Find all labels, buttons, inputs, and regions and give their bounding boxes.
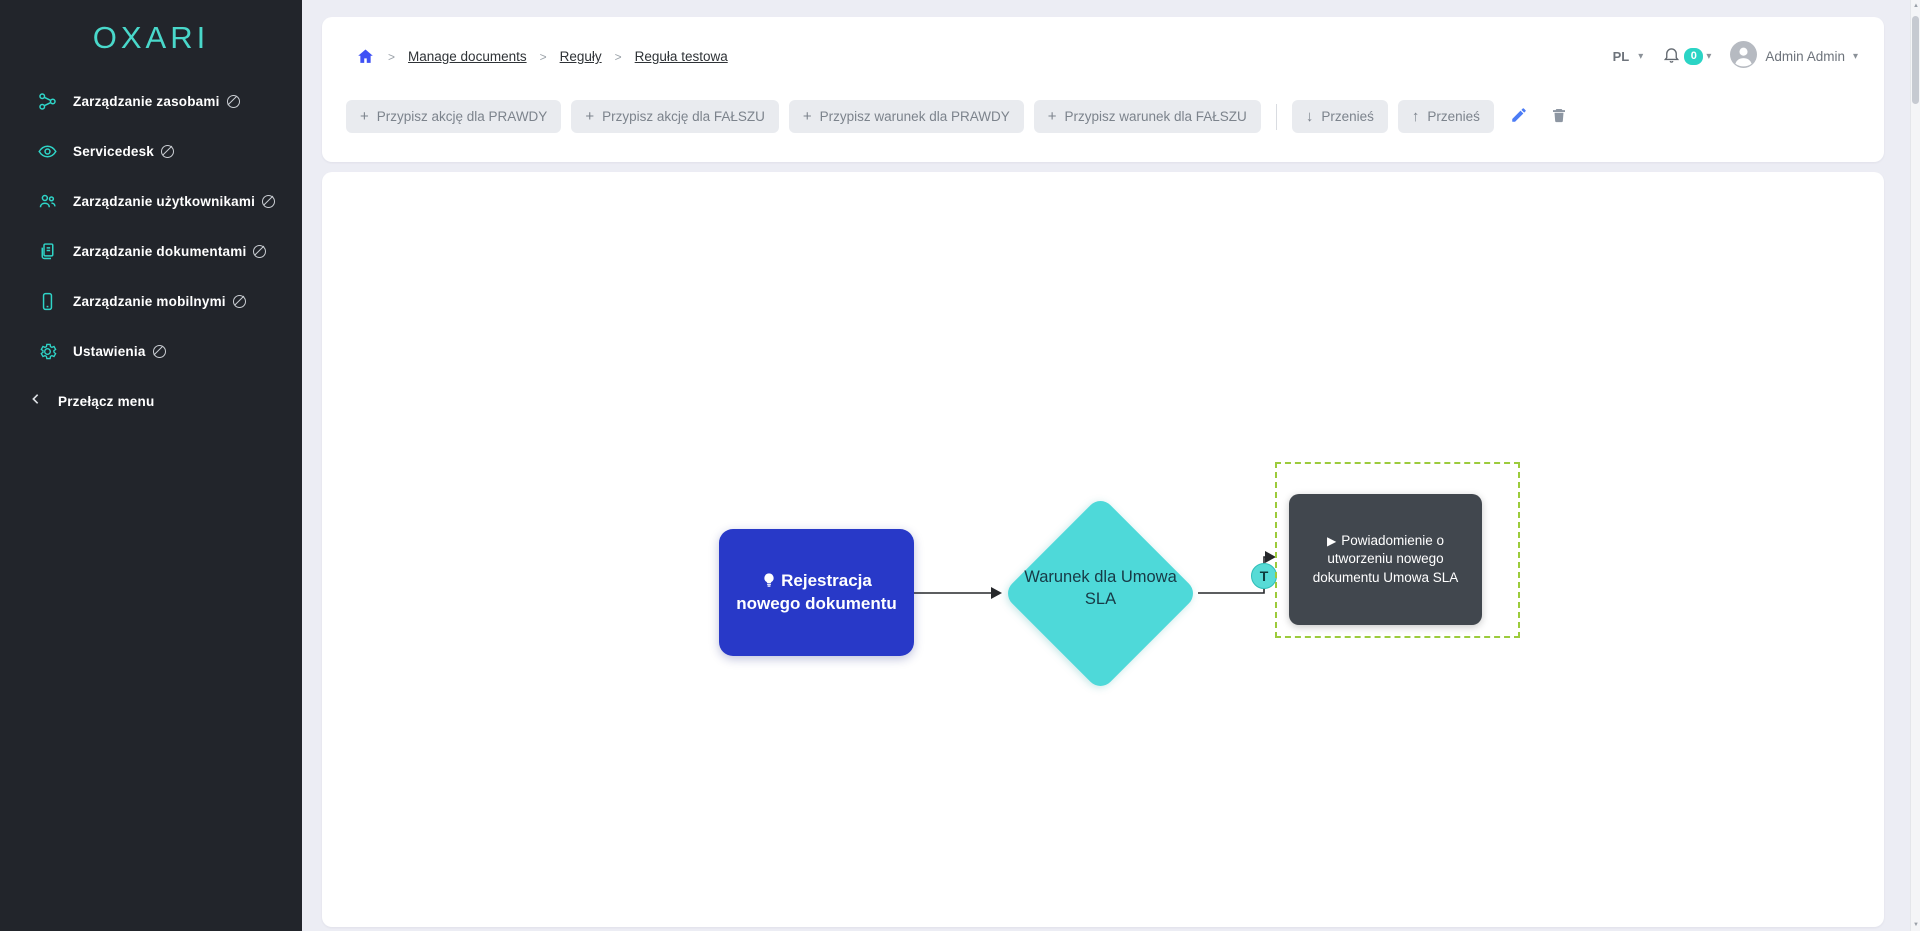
gear-icon (36, 340, 58, 362)
toolbar-divider (1275, 103, 1277, 130)
prohibited-icon (152, 344, 166, 358)
breadcrumb-link-reguly[interactable]: Reguły (559, 49, 602, 64)
breadcrumb-link-manage-documents[interactable]: Manage documents (408, 49, 527, 64)
assign-action-false-button[interactable]: + Przypisz akcję dla FAŁSZU (571, 100, 779, 133)
button-label: Przypisz akcję dla FAŁSZU (602, 109, 765, 124)
button-label: Przypisz akcję dla PRAWDY (376, 109, 548, 124)
sidebar-collapse-toggle[interactable]: Przełącz menu (0, 376, 302, 426)
user-menu[interactable]: Admin Admin ▾ (1730, 40, 1858, 73)
sidebar-item-servicedesk[interactable]: Servicedesk (0, 126, 302, 176)
edit-button[interactable] (1504, 102, 1534, 132)
breadcrumb-separator: > (539, 49, 547, 64)
servicedesk-icon (36, 140, 58, 162)
arrow-up-icon: ↑ (1411, 108, 1420, 125)
breadcrumb: > Manage documents > Reguły > Reguła tes… (356, 47, 728, 66)
sidebar-item-zarzadzanie-uzytkownikami[interactable]: Zarządzanie użytkownikami (0, 176, 302, 226)
breadcrumb-separator: > (388, 49, 396, 64)
selection-outline (1275, 462, 1520, 638)
rule-flow-canvas[interactable]: Rejestracja nowego dokumentu Warunek dla… (322, 172, 1884, 927)
main-area: > Manage documents > Reguły > Reguła tes… (302, 0, 1920, 931)
notifications-button[interactable]: 0 ▾ (1662, 45, 1711, 69)
user-name: Admin Admin (1765, 49, 1845, 64)
flow-node-action[interactable]: ▶Powiadomienie o utworzeniu nowego dokum… (1289, 494, 1482, 625)
move-up-button[interactable]: ↑ Przenieś (1397, 100, 1494, 133)
assign-condition-true-button[interactable]: + Przypisz warunek dla PRAWDY (788, 100, 1024, 133)
prohibited-icon (226, 94, 240, 108)
prohibited-icon (161, 144, 175, 158)
sidebar-item-label: Zarządzanie dokumentami (73, 243, 247, 259)
trash-icon (1550, 106, 1568, 127)
assign-action-true-button[interactable]: + Przypisz akcję dla PRAWDY (346, 100, 562, 133)
userbar: PL ▾ 0 ▾ (1612, 40, 1858, 73)
button-label: Przypisz warunek dla FAŁSZU (1064, 109, 1247, 124)
notification-count-badge: 0 (1684, 48, 1704, 65)
sidebar-toggle-label: Przełącz menu (58, 393, 155, 409)
sidebar-item-label: Zarządzanie zasobami (73, 93, 220, 109)
flow-node-start[interactable]: Rejestracja nowego dokumentu (719, 529, 914, 656)
button-label: Przenieś (1427, 109, 1480, 124)
button-label: Przypisz warunek dla PRAWDY (819, 109, 1010, 124)
toolbar: + Przypisz akcję dla PRAWDY + Przypisz a… (322, 96, 1884, 133)
header-card: > Manage documents > Reguły > Reguła tes… (322, 17, 1884, 162)
chevron-down-icon[interactable]: ▾ (1638, 51, 1644, 62)
prohibited-icon (232, 294, 246, 308)
chevron-left-icon (28, 391, 44, 412)
avatar (1730, 40, 1758, 73)
prohibited-icon (253, 244, 267, 258)
sidebar-item-label: Zarządzanie mobilnymi (73, 293, 226, 309)
scrollbar-thumb[interactable] (1912, 16, 1919, 104)
move-down-button[interactable]: ↓ Przenieś (1291, 100, 1388, 133)
start-node-label: Rejestracja nowego dokumentu (736, 571, 897, 613)
lightbulb-icon (764, 573, 774, 587)
breadcrumb-current-regula-testowa[interactable]: Reguła testowa (634, 49, 728, 64)
plus-icon: + (360, 108, 369, 125)
flow-node-condition[interactable] (1002, 495, 1199, 692)
chevron-down-icon: ▾ (1852, 51, 1858, 62)
scroll-down-arrow[interactable]: ▼ (1913, 922, 1919, 928)
sidebar-item-label: Zarządzanie użytkownikami (73, 193, 256, 209)
sidebar: OXARI Zarządzanie zasobami Servicedesk Z… (0, 0, 302, 931)
sidebar-item-label: Ustawienia (73, 343, 146, 359)
home-icon[interactable] (356, 47, 375, 66)
chevron-down-icon: ▾ (1706, 51, 1712, 62)
action-node-label: Powiadomienie o utworzeniu nowego dokume… (1312, 532, 1459, 585)
app-logo[interactable]: OXARI (92, 20, 210, 55)
edge-true-label[interactable]: T (1251, 563, 1277, 589)
sidebar-item-ustawienia[interactable]: Ustawienia (0, 326, 302, 376)
delete-button[interactable] (1544, 102, 1574, 132)
sidebar-item-zarzadzanie-mobilnymi[interactable]: Zarządzanie mobilnymi (0, 276, 302, 326)
sidebar-item-zarzadzanie-zasobami[interactable]: Zarządzanie zasobami (0, 76, 302, 126)
vertical-scrollbar[interactable]: ▲ ▼ (1910, 0, 1920, 931)
prohibited-icon (262, 194, 276, 208)
language-selector[interactable]: PL (1612, 49, 1630, 64)
plus-icon: + (585, 108, 595, 125)
nodes-icon (36, 90, 58, 112)
documents-icon (36, 240, 58, 262)
plus-icon: + (802, 108, 812, 125)
assign-condition-false-button[interactable]: + Przypisz warunek dla FAŁSZU (1033, 100, 1261, 133)
play-icon: ▶ (1326, 533, 1337, 548)
button-label: Przenieś (1321, 109, 1374, 124)
arrow-down-icon: ↓ (1305, 108, 1314, 125)
bell-icon (1662, 45, 1681, 69)
plus-icon: + (1047, 108, 1057, 125)
sidebar-item-zarzadzanie-dokumentami[interactable]: Zarządzanie dokumentami (0, 226, 302, 276)
pencil-icon (1510, 106, 1528, 127)
sidebar-item-label: Servicedesk (73, 143, 155, 159)
breadcrumb-row: > Manage documents > Reguły > Reguła tes… (322, 17, 1884, 96)
mobile-icon (36, 290, 58, 312)
users-icon (36, 190, 58, 212)
scroll-up-arrow[interactable]: ▲ (1913, 3, 1919, 9)
breadcrumb-separator: > (614, 49, 622, 64)
